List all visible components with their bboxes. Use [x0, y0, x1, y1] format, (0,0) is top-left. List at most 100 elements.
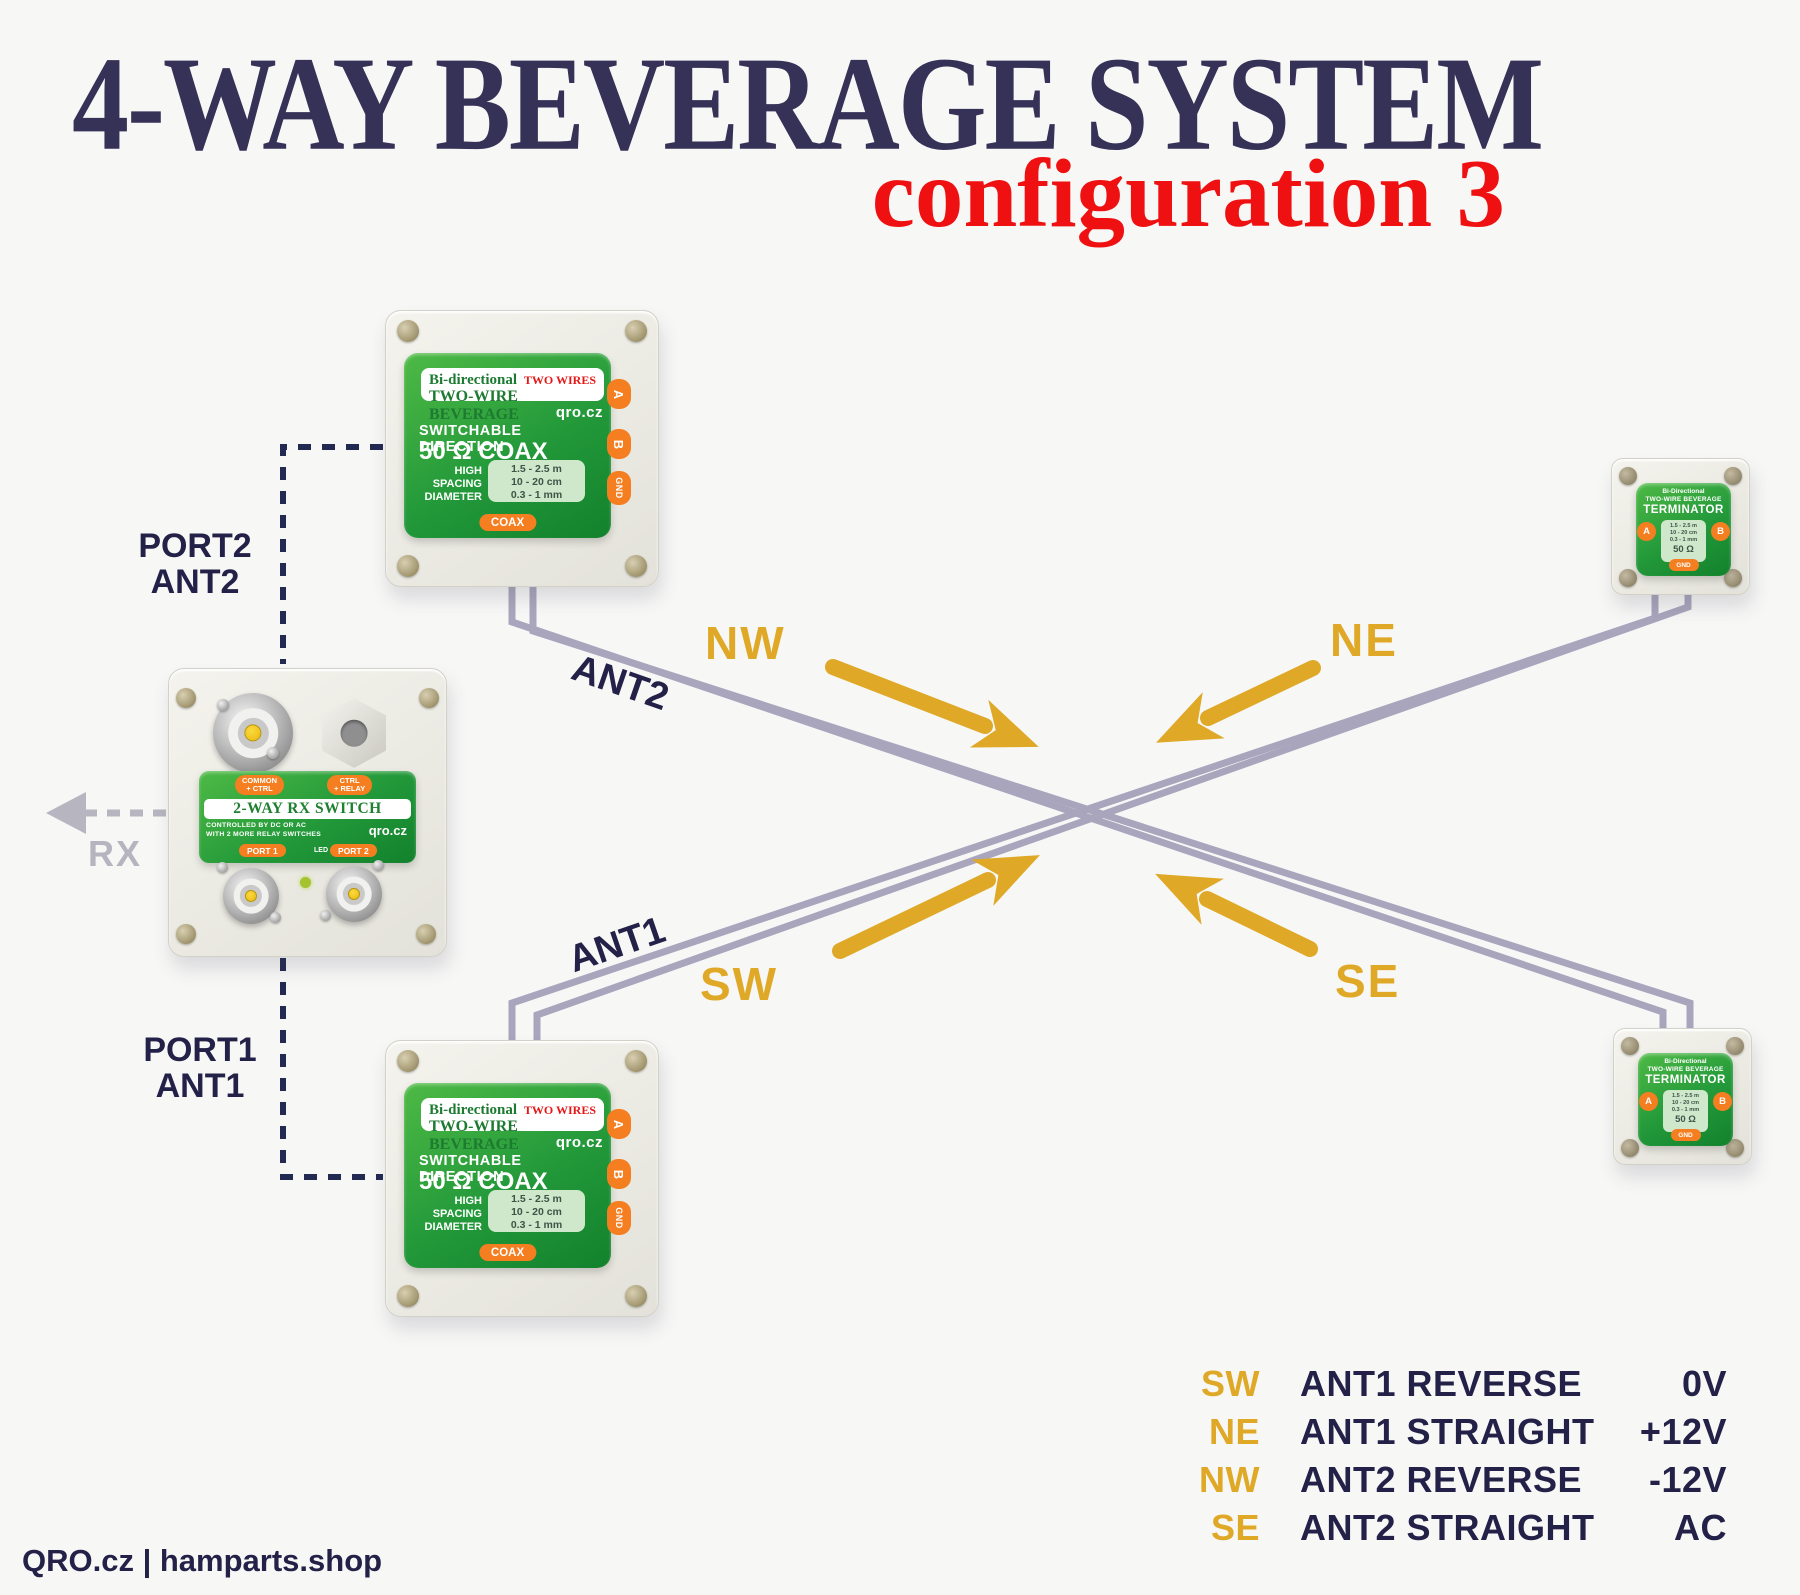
tag-line: + CTRL: [246, 784, 273, 793]
spec-label: SPACING: [432, 478, 482, 490]
sw-arrow-icon: [832, 855, 1040, 959]
rx-switch-name: 2-WAY RX SWITCH: [233, 800, 382, 817]
product-name: TWO-WIRE BEVERAGE: [429, 388, 519, 423]
terminal-a: A: [607, 379, 631, 409]
beverage-sticker: Bi-directional TWO WIRES TWO-WIRE BEVERA…: [404, 1083, 631, 1268]
rx-name-plate: 2-WAY RX SWITCH: [204, 799, 411, 819]
legend-description: ANT2 REVERSE: [1300, 1459, 1583, 1500]
tag-line: + RELAY: [334, 784, 366, 793]
screw-icon: [320, 910, 331, 921]
spec-value: 0.3 - 1 mm: [1669, 537, 1698, 543]
se-arrow-icon: [1155, 873, 1318, 957]
spec-labels: HIGH SPACING DIAMETER: [404, 465, 482, 504]
qro-logo: qro.cz: [555, 404, 603, 421]
beverage-transformer-ant1: Bi-directional TWO WIRES TWO-WIRE BEVERA…: [385, 1040, 659, 1317]
screw-icon: [625, 320, 647, 342]
feature-line: SWITCHABLE DIRECTION: [419, 1153, 522, 1185]
spec-value: 1.5 - 2.5 m: [511, 463, 562, 475]
terminal-b: B: [1713, 1092, 1732, 1111]
spec-value: 1.5 - 2.5 m: [511, 1193, 562, 1205]
spec-value: 1.5 - 2.5 m: [1669, 523, 1698, 529]
rx-arrowhead-icon: [46, 792, 86, 834]
rx-desc-line: CONTROLLED BY DC OR AC: [206, 822, 307, 829]
legend-direction: NE: [1208, 1411, 1260, 1452]
terminal-gnd: GND: [607, 471, 631, 505]
legend-row: NE ANT1 STRAIGHT +12V: [1060, 1408, 1727, 1456]
terminal-gnd: GND: [607, 1201, 631, 1235]
terminal-b-label: B: [611, 439, 627, 449]
terminal-a: A: [1637, 522, 1656, 541]
control-hex-connector-icon: [322, 698, 386, 768]
spec-value: 0.3 - 1 mm: [1671, 1107, 1700, 1113]
qro-logo: qro.cz: [368, 823, 407, 838]
screw-icon: [416, 924, 436, 944]
ctrl-relay-tag: CTRL + RELAY: [327, 775, 373, 795]
legend-description: ANT1 REVERSE: [1300, 1363, 1583, 1404]
nw-direction-label: NW: [705, 617, 786, 669]
screw-icon: [1724, 467, 1742, 485]
two-wires-tag: TWO WIRES: [523, 1103, 596, 1117]
legend-row: SE ANT2 STRAIGHT AC: [1060, 1504, 1727, 1552]
terminator-name: TERMINATOR: [1643, 504, 1724, 516]
screw-icon: [217, 862, 228, 873]
screw-icon: [625, 555, 647, 577]
rx-switch-box: COMMON + CTRL CTRL + RELAY 2-WAY RX SWIT…: [168, 668, 447, 957]
impedance-value: 50 Ω: [1675, 1114, 1696, 1125]
port2-coax-connector-icon: [326, 866, 382, 922]
terminal-a: A: [607, 1109, 631, 1139]
two-wires-tag: TWO WIRES: [523, 373, 596, 387]
screw-icon: [625, 1285, 647, 1307]
screw-icon: [176, 688, 196, 708]
qro-logo: qro.cz: [555, 1134, 603, 1151]
terminator-ne: Bi-Directional TWO-WIRE BEVERAGE TERMINA…: [1611, 458, 1750, 595]
legend-row: SW ANT1 REVERSE 0V: [1060, 1360, 1727, 1408]
direction-legend: SW ANT1 REVERSE 0V NE ANT1 STRAIGHT +12V…: [1060, 1360, 1727, 1552]
ant2-wire-b: [529, 580, 1694, 1035]
terminator-name: TERMINATOR: [1645, 1074, 1726, 1086]
led-label: LED ⟶: [314, 847, 340, 854]
ant1-wire-a: [508, 588, 1659, 1045]
legend-description: ANT2 STRAIGHT: [1300, 1507, 1595, 1548]
sw-direction-label: SW: [700, 958, 779, 1010]
legend-voltage: +12V: [1639, 1411, 1727, 1452]
spec-label: DIAMETER: [424, 491, 482, 503]
port1-dashed-link: [280, 958, 383, 1180]
screw-icon: [270, 912, 281, 923]
screw-icon: [1724, 569, 1742, 587]
led-indicator-icon: [300, 877, 311, 888]
rx-switch-sticker: COMMON + CTRL CTRL + RELAY 2-WAY RX SWIT…: [199, 771, 416, 863]
screw-icon: [397, 1050, 419, 1072]
screw-icon: [625, 1050, 647, 1072]
screw-icon: [176, 924, 196, 944]
spec-values: 1.5 - 2.5 m 10 - 20 cm 0.3 - 1 mm 50 Ω: [1661, 520, 1706, 562]
terminal-b: B: [1711, 522, 1730, 541]
port1-coax-connector-icon: [223, 868, 279, 924]
spec-value: 0.3 - 1 mm: [510, 489, 563, 501]
legend-description: ANT1 STRAIGHT: [1300, 1411, 1595, 1452]
page-subtitle: configuration 3: [871, 140, 1505, 247]
screw-icon: [1621, 1037, 1639, 1055]
common-ctrl-tag: COMMON + CTRL: [235, 775, 284, 795]
spec-values: 1.5 - 2.5 m 10 - 20 cm 0.3 - 1 mm: [488, 1190, 585, 1232]
brand-name: Bi-directional: [429, 372, 518, 388]
terminal-b: B: [607, 1159, 631, 1189]
legend-voltage: AC: [1674, 1507, 1727, 1548]
spec-value: 1.5 - 2.5 m: [1671, 1093, 1700, 1099]
brand-name: Bi-Directional: [1664, 1058, 1707, 1065]
port1-tag: PORT 1: [239, 844, 286, 857]
terminal-gnd-label: GND: [614, 477, 624, 499]
spec-values: 1.5 - 2.5 m 10 - 20 cm 0.3 - 1 mm 50 Ω: [1663, 1090, 1708, 1132]
screw-icon: [1726, 1037, 1744, 1055]
spec-value: 10 - 20 cm: [511, 476, 562, 488]
coax-tag: COAX: [478, 514, 537, 531]
tag-line: COMMON: [242, 775, 277, 785]
beverage-sticker: Bi-directional TWO WIRES TWO-WIRE BEVERA…: [404, 353, 631, 538]
legend-voltage: 0V: [1681, 1363, 1727, 1404]
legend-direction: SW: [1201, 1363, 1260, 1404]
spec-label: SPACING: [432, 1208, 482, 1220]
nw-arrow-icon: [825, 659, 1039, 748]
product-name: TWO-WIRE BEVERAGE: [1645, 496, 1722, 503]
port2-tag: PORT 2: [330, 844, 377, 857]
screw-icon: [1621, 1139, 1639, 1157]
